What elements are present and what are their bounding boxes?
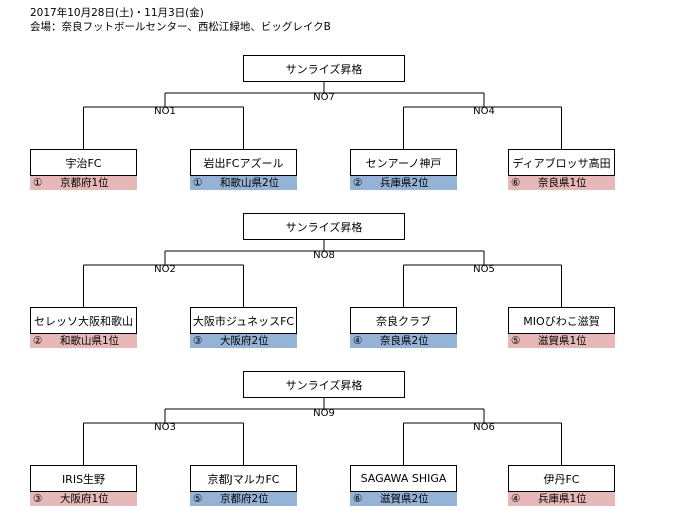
seed-number: ④ <box>353 335 363 347</box>
seed-number: ④ <box>511 493 521 505</box>
prefecture-rank: 奈良県1位 <box>538 177 587 189</box>
seed-number: ② <box>353 177 363 189</box>
team-seed-row: ⑥ 滋賀県2位 <box>350 492 457 506</box>
prefecture-rank: 兵庫県1位 <box>538 493 587 505</box>
header-venue: 会場：奈良フットボールセンター、西松江緑地、ビッグレイクB <box>30 21 331 33</box>
final-match-label: NO8 <box>313 250 335 261</box>
team-seed-row: ① 京都府1位 <box>30 176 137 190</box>
left-match-label: NO2 <box>154 264 176 275</box>
team-seed-row: ⑤ 滋賀県1位 <box>508 334 615 348</box>
seed-number: ① <box>193 177 203 189</box>
left-match-label: NO3 <box>154 422 176 433</box>
right-match-label: NO5 <box>473 264 495 275</box>
team-name-box: センアーノ神戸 <box>350 149 457 176</box>
team-name-box: IRIS生野 <box>30 465 137 492</box>
team-seed-row: ② 兵庫県2位 <box>350 176 457 190</box>
seed-number: ③ <box>33 493 43 505</box>
seed-number: ① <box>33 177 43 189</box>
team-name-box: 大阪市ジュネッスFC <box>190 307 297 334</box>
team-seed-row: ③ 大阪府1位 <box>30 492 137 506</box>
final-box: サンライズ昇格 <box>243 371 405 398</box>
prefecture-rank: 兵庫県2位 <box>380 177 429 189</box>
team-name-box: SAGAWA SHIGA <box>350 465 457 492</box>
team-name-box: 奈良クラブ <box>350 307 457 334</box>
seed-number: ⑤ <box>193 493 203 505</box>
team-name-box: 岩出FCアズール <box>190 149 297 176</box>
seed-number: ⑤ <box>511 335 521 347</box>
prefecture-rank: 京都府1位 <box>60 177 109 189</box>
prefecture-rank: 大阪府2位 <box>220 335 269 347</box>
prefecture-rank: 和歌山県2位 <box>220 177 280 189</box>
team-seed-row: ② 和歌山県1位 <box>30 334 137 348</box>
final-box: サンライズ昇格 <box>243 55 405 82</box>
header-dates: 2017年10月28日(土)・11月3日(金) <box>30 7 204 19</box>
team-seed-row: ③ 大阪府2位 <box>190 334 297 348</box>
seed-number: ⑥ <box>353 493 363 505</box>
prefecture-rank: 滋賀県1位 <box>538 335 587 347</box>
team-name-box: 伊丹FC <box>508 465 615 492</box>
final-match-label: NO9 <box>313 408 335 419</box>
seed-number: ⑥ <box>511 177 521 189</box>
team-name-box: セレッソ大阪和歌山 <box>30 307 137 334</box>
final-box: サンライズ昇格 <box>243 213 405 240</box>
seed-number: ② <box>33 335 43 347</box>
team-name-box: 宇治FC <box>30 149 137 176</box>
team-seed-row: ④ 兵庫県1位 <box>508 492 615 506</box>
team-name-box: MIOびわこ滋賀 <box>508 307 615 334</box>
prefecture-rank: 京都府2位 <box>220 493 269 505</box>
team-seed-row: ⑥ 奈良県1位 <box>508 176 615 190</box>
right-match-label: NO4 <box>473 106 495 117</box>
left-match-label: NO1 <box>154 106 176 117</box>
team-seed-row: ⑤ 京都府2位 <box>190 492 297 506</box>
prefecture-rank: 大阪府1位 <box>60 493 109 505</box>
right-match-label: NO6 <box>473 422 495 433</box>
prefecture-rank: 和歌山県1位 <box>60 335 120 347</box>
team-name-box: ディアブロッサ高田 <box>508 149 615 176</box>
prefecture-rank: 滋賀県2位 <box>380 493 429 505</box>
team-name-box: 京都JマルカFC <box>190 465 297 492</box>
prefecture-rank: 奈良県2位 <box>380 335 429 347</box>
team-seed-row: ① 和歌山県2位 <box>190 176 297 190</box>
team-seed-row: ④ 奈良県2位 <box>350 334 457 348</box>
final-match-label: NO7 <box>313 92 335 103</box>
seed-number: ③ <box>193 335 203 347</box>
